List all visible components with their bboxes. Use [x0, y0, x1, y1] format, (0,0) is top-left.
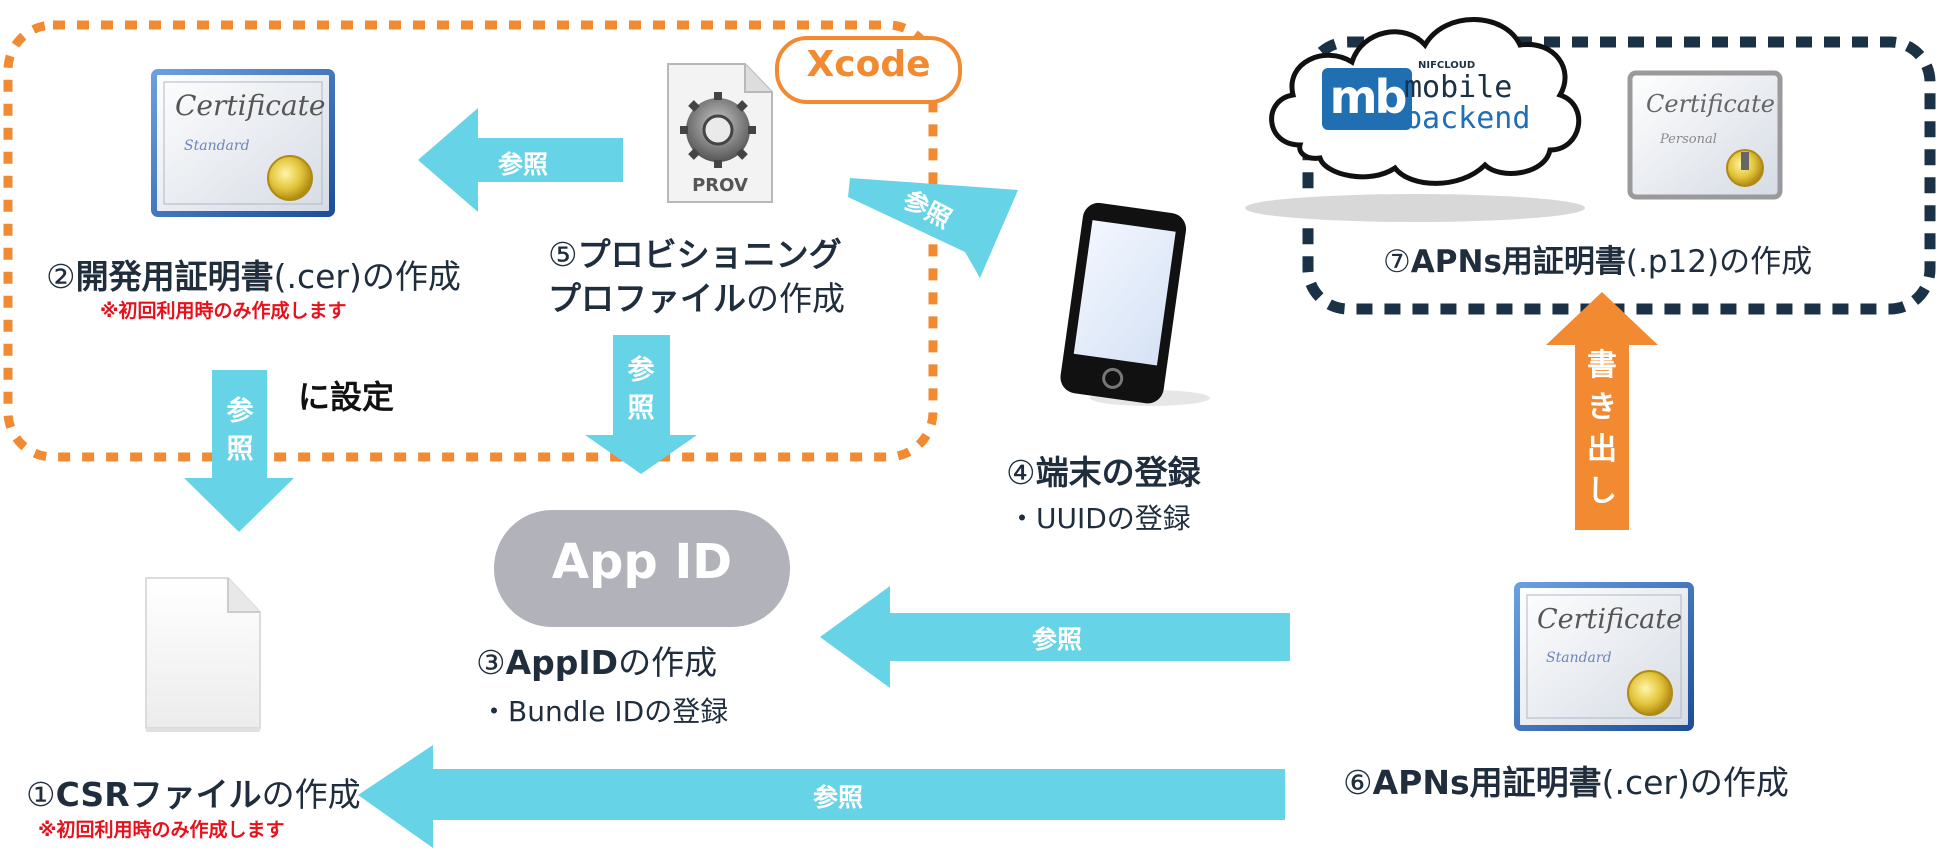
arrow-6-to-7-label: 書 き 出 し [1582, 345, 1622, 513]
step5-line1: ⑤プロビショニング [548, 228, 842, 276]
step4-title: ④端末の登録 [1006, 446, 1201, 494]
export-char-3: 出 [1582, 429, 1622, 471]
step6-rest: (.cer)の作成 [1602, 763, 1789, 802]
step4-sub: ・UUIDの登録 [1008, 497, 1191, 537]
ncmb-mark-text: mb [1322, 70, 1412, 124]
svg-text:Standard: Standard [184, 138, 250, 154]
step4-bold: 端末の登録 [1036, 453, 1201, 492]
step5-bold1: プロビショニング [578, 235, 842, 274]
certificate-icon-apns: Certificate Standard [1517, 585, 1691, 728]
step5-rest: の作成 [746, 279, 845, 318]
step2-title: ②開発用証明書(.cer)の作成 [46, 250, 461, 298]
step7-title: ⑦APNs用証明書(.p12)の作成 [1383, 236, 1812, 281]
step3-sub: ・Bundle IDの登録 [480, 690, 728, 730]
arrow-6-to-1-label: 参照 [813, 778, 863, 814]
step2-bold: 開発用証明書 [76, 257, 274, 296]
svg-text:Certificate: Certificate [175, 89, 325, 122]
step6-bold: APNs用証明書 [1373, 763, 1602, 802]
ref-char-2: 照 [220, 431, 260, 469]
step3-title: ③AppIDの作成 [476, 636, 717, 684]
xcode-label: Xcode [777, 44, 960, 85]
prov-label: PROV [668, 175, 772, 196]
arrow-2-to-1-label: 参 照 [220, 393, 260, 469]
svg-text:Certificate: Certificate [1537, 604, 1682, 635]
set-label: に設定 [298, 372, 394, 418]
blank-file-icon [146, 578, 260, 732]
step3-num: ③ [476, 643, 506, 682]
ncmb-line1: mobile [1404, 70, 1512, 105]
ref-char-1: 参 [220, 393, 260, 431]
step1-rest: の作成 [262, 775, 361, 814]
step2-rest: (.cer)の作成 [274, 257, 461, 296]
export-char-1: 書 [1582, 345, 1622, 387]
step4-num: ④ [1006, 453, 1036, 492]
step3-rest: の作成 [618, 643, 717, 682]
app-id-label: App ID [494, 534, 790, 590]
export-char-4: し [1582, 471, 1622, 513]
ncmb-line2: backend [1404, 101, 1530, 136]
svg-text:Standard: Standard [1546, 650, 1612, 666]
step2-num: ② [46, 257, 76, 296]
step5-line2: プロファイルの作成 [548, 272, 845, 320]
svg-text:Certificate: Certificate [1646, 90, 1775, 118]
step3-bold: AppID [506, 643, 618, 682]
step7-bold: APNs用証明書 [1411, 244, 1626, 280]
step7-rest: (.p12)の作成 [1626, 244, 1812, 280]
step1-num: ① [26, 775, 56, 814]
personal-certificate-icon: Certificate Personal [1630, 73, 1780, 197]
step6-num: ⑥ [1343, 763, 1373, 802]
iphone-icon [1058, 201, 1210, 406]
step2-note: ※初回利用時のみ作成します [100, 296, 346, 323]
step5-bold2: プロファイル [548, 279, 746, 318]
step6-title: ⑥APNs用証明書(.cer)の作成 [1343, 756, 1789, 804]
arrow-5-to-2-label: 参照 [498, 145, 548, 181]
arrow-6-to-3-label: 参照 [1032, 620, 1082, 656]
step1-title: ①CSRファイルの作成 [26, 768, 361, 816]
step1-bold: CSRファイル [56, 775, 262, 814]
step7-num: ⑦ [1383, 244, 1411, 280]
certificate-icon: Certificate Standard [154, 72, 332, 214]
ref-char-1: 参 [621, 352, 661, 390]
step1-note: ※初回利用時のみ作成します [38, 815, 284, 842]
ref-char-2: 照 [621, 390, 661, 428]
arrow-5-to-3-label: 参 照 [621, 352, 661, 428]
svg-text:Personal: Personal [1659, 132, 1717, 147]
export-char-2: き [1582, 387, 1622, 429]
step5-num: ⑤ [548, 235, 578, 274]
